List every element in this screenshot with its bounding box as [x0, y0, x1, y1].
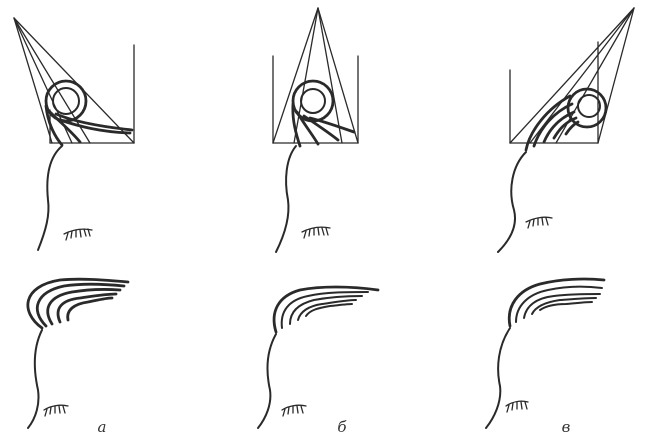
hair-wave — [28, 279, 128, 328]
head-profile — [28, 330, 42, 428]
head-profile — [38, 146, 62, 250]
top-figure-a — [14, 18, 134, 250]
hair-wave-inner — [516, 287, 602, 322]
curl — [293, 81, 354, 146]
top-figure-c — [498, 8, 634, 252]
top-figure-b — [273, 8, 358, 252]
eyelash — [282, 405, 306, 416]
eyelash — [302, 227, 330, 238]
head-profile — [498, 152, 526, 252]
curl — [526, 89, 606, 150]
caption-b: б — [322, 418, 362, 436]
construction-lines — [510, 8, 634, 143]
head-profile — [258, 334, 276, 428]
eyelash — [506, 401, 528, 412]
caption-c: в — [546, 418, 586, 436]
eyelash — [64, 229, 92, 240]
head-profile — [276, 146, 296, 252]
eyelash — [44, 405, 68, 416]
bottom-figure-a — [28, 279, 128, 428]
head-profile — [486, 328, 510, 428]
curl — [46, 81, 132, 145]
bottom-figure-c — [486, 279, 604, 428]
hair-wave-inner — [282, 292, 368, 328]
eyelash — [526, 217, 552, 228]
bottom-figure-b — [258, 287, 378, 428]
caption-a: а — [82, 418, 122, 436]
